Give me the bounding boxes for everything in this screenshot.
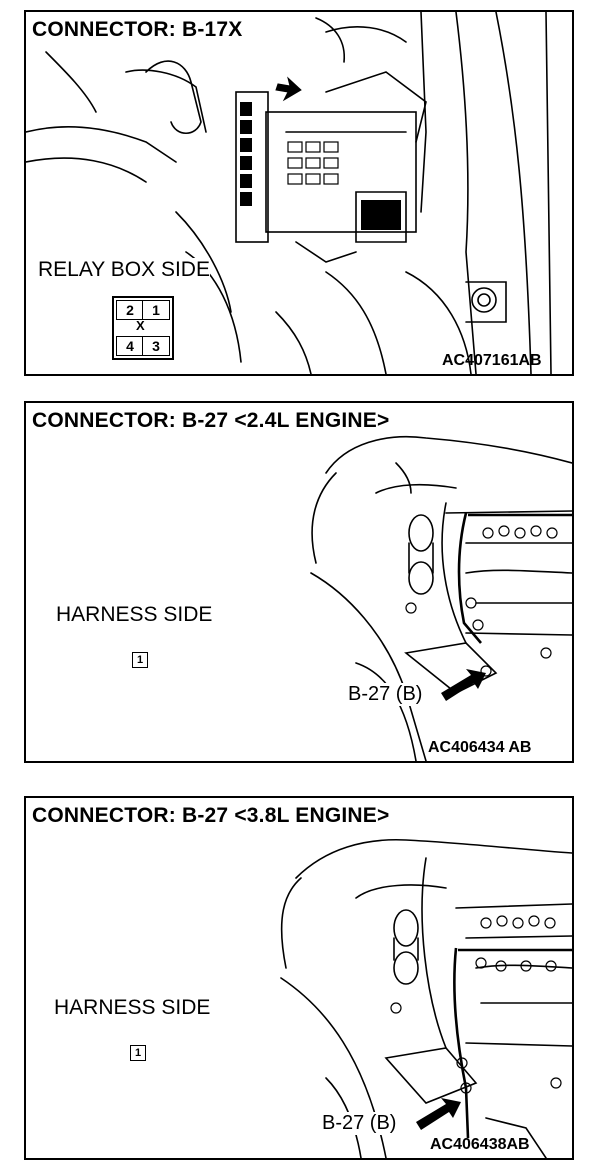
side-label: RELAY BOX SIDE xyxy=(38,258,210,282)
pin-2: 2 xyxy=(116,300,144,320)
pin-mark: X xyxy=(136,318,145,333)
connector-title: CONNECTOR: B-27 <3.8L ENGINE> xyxy=(32,804,394,828)
pin-1: 1 xyxy=(142,300,170,320)
single-pin-connector: 1 xyxy=(130,1042,148,1061)
connector-panel-b17x: CONNECTOR: B-17X RELAY BOX SIDE 2 1 X 4 … xyxy=(24,10,574,376)
connector-panel-b27-3-8l: CONNECTOR: B-27 <3.8L ENGINE> HARNESS SI… xyxy=(24,796,574,1160)
single-pin-connector: 1 xyxy=(132,649,150,668)
side-label: HARNESS SIDE xyxy=(54,996,211,1020)
pin-4: 4 xyxy=(116,336,144,356)
connector-callout-label: B-27 (B) xyxy=(320,1112,399,1135)
figure-code: AC406434 AB xyxy=(428,739,532,756)
pin-3: 3 xyxy=(142,336,170,356)
connector-panel-b27-2-4l: CONNECTOR: B-27 <2.4L ENGINE> HARNESS SI… xyxy=(24,401,574,763)
figure-code: AC407161AB xyxy=(442,352,542,369)
engine-bay-illustration xyxy=(310,435,572,761)
connector-title: CONNECTOR: B-17X xyxy=(32,18,247,42)
side-label: HARNESS SIDE xyxy=(56,603,213,627)
pin-1: 1 xyxy=(130,1045,146,1061)
connector-pin-diagram: 2 1 X 4 3 xyxy=(112,296,174,360)
pin-1: 1 xyxy=(132,652,148,668)
connector-callout-label: B-27 (B) xyxy=(346,683,425,706)
relay-box-illustration xyxy=(26,12,552,374)
connector-title: CONNECTOR: B-27 <2.4L ENGINE> xyxy=(32,409,394,433)
figure-code: AC406438AB xyxy=(430,1136,530,1153)
engine-bay-illustration xyxy=(280,838,572,1158)
